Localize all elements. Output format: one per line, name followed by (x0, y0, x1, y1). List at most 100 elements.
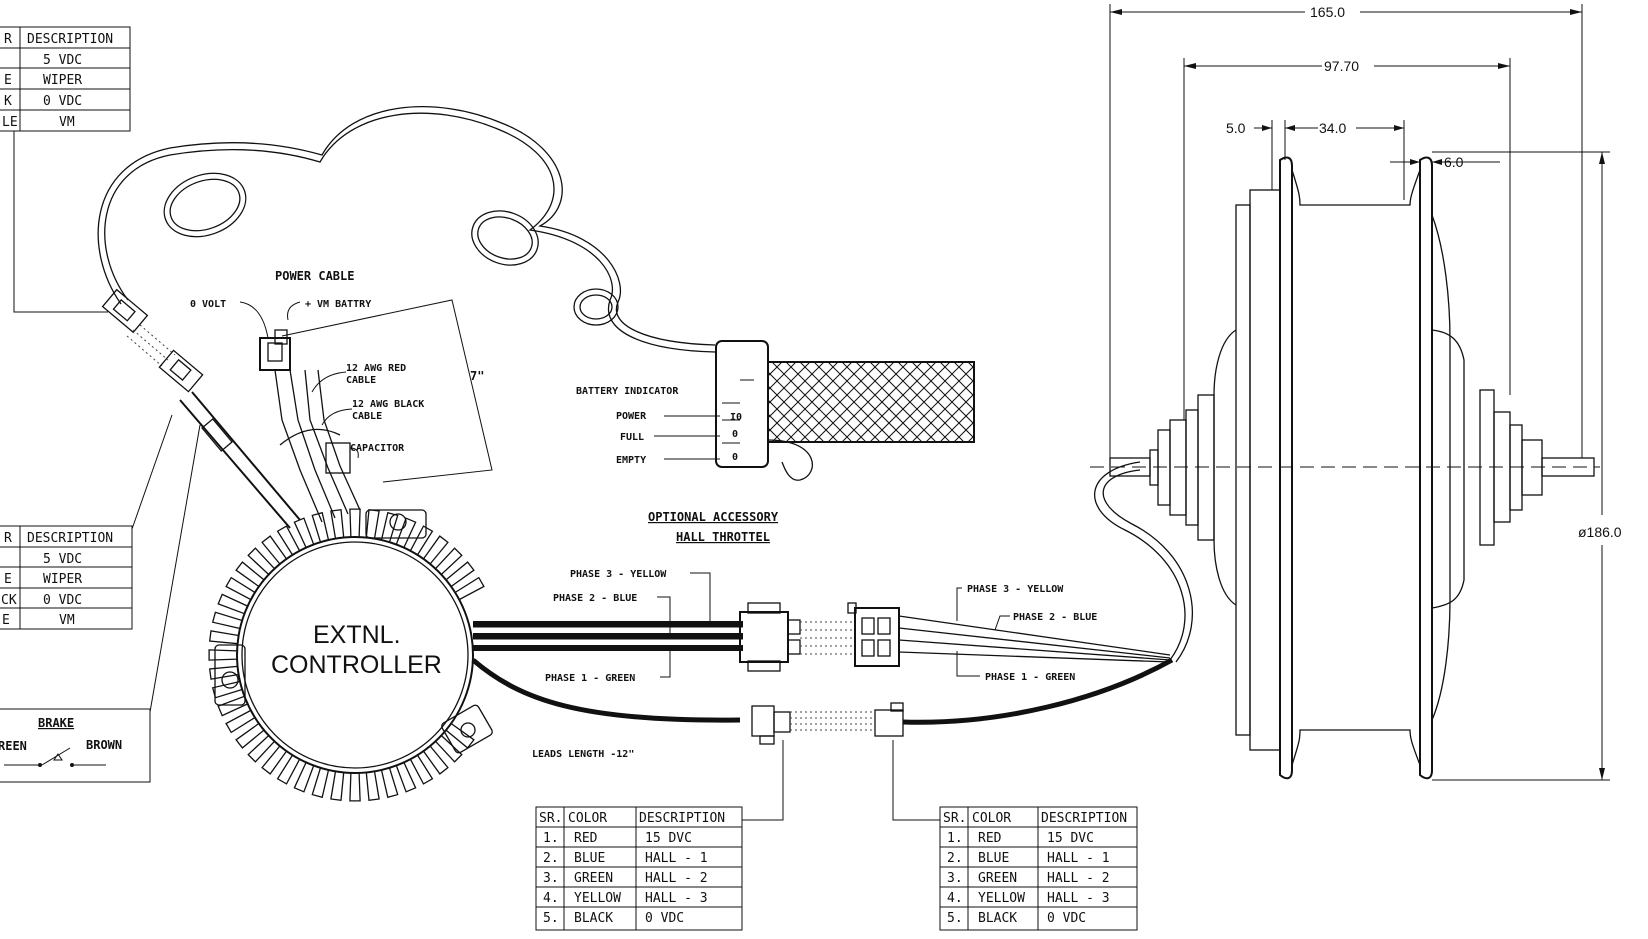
table-header: R (4, 531, 12, 546)
grip-hatch-line (953, 421, 974, 442)
table-cell: K (4, 94, 12, 109)
table-cell: 3. (543, 871, 559, 886)
table-header: DESCRIPTION (1041, 811, 1127, 826)
table-cell: HALL - 3 (645, 891, 708, 906)
controller-label: EXTNL. (313, 621, 401, 649)
leader-line (892, 740, 940, 821)
table-cell: VM (59, 115, 75, 130)
grip-hatch-line (771, 362, 853, 442)
grip-hatch-line (827, 362, 909, 442)
grip-hatch-line (939, 407, 974, 442)
grip-hatch-line (841, 362, 923, 442)
table-cell: YELLOW (978, 891, 1025, 906)
grip-hatch-line (1052, 362, 1132, 442)
controller-fin (211, 680, 243, 699)
table-mid-left: R DESCRIPTION 5 VDC E WIPER CK 0 VDC E V… (0, 525, 133, 630)
phase1-right-label: PHASE 1 - GREEN (985, 672, 1075, 683)
table-cell: E (2, 613, 10, 628)
phase2-left-label: PHASE 2 - BLUE (553, 593, 637, 604)
full-indicator-label: FULL (620, 432, 644, 443)
controller-fin (293, 517, 315, 549)
grip-hatch-line (911, 379, 974, 442)
grip-hatch-line (982, 362, 1062, 442)
table-cell: 1. (543, 831, 559, 846)
table-cell: RED (574, 831, 598, 846)
grip-hatch-line (785, 362, 867, 442)
grip-hatch-line (1010, 362, 1090, 442)
controller-fin (365, 508, 380, 540)
grip-hatch-line (1024, 362, 1104, 442)
indicator-empty: 0 (732, 452, 738, 463)
grip-hatch-line (996, 362, 1076, 442)
controller-fin (208, 630, 240, 645)
grip-hatch-line (1024, 362, 1104, 442)
table-cell: 2. (947, 851, 963, 866)
table-header: SR. (539, 811, 562, 826)
table-cell: HALL - 2 (1047, 871, 1110, 886)
phase3-left-label: PHASE 3 - YELLOW (570, 569, 667, 580)
controller-fin (211, 611, 243, 630)
grip-hatch-line (939, 362, 974, 397)
grip-hatch-line (768, 441, 769, 442)
length-mark: 7" (470, 369, 484, 383)
table-cell: 5. (543, 911, 559, 926)
brake-green-label: REEN (0, 739, 27, 753)
grip-hatch-line (768, 362, 811, 405)
table-cell: BLACK (574, 911, 613, 926)
table-cell: LE (2, 115, 18, 130)
grip-hatch-line (967, 435, 974, 442)
controller: EXTNL. CONTROLLER (208, 508, 493, 802)
controller-fin (349, 772, 361, 802)
controller-fin (217, 695, 249, 717)
grip-hatch-line (768, 362, 769, 363)
table-cell: 5 VDC (43, 552, 82, 567)
controller-fin (395, 761, 417, 793)
throttle-harness (191, 391, 301, 521)
table-cell: 0 VDC (645, 911, 684, 926)
grip-hatch-line (925, 393, 974, 442)
red-cable-label-2: CABLE (346, 375, 376, 386)
phase-wires-controller: PHASE 3 - YELLOW PHASE 2 - BLUE PHASE 1 … (473, 569, 1171, 684)
grip-hatch-line (768, 362, 783, 377)
controller-fin (380, 767, 399, 799)
table-cell: 5. (947, 911, 963, 926)
table-cell: GREEN (574, 871, 613, 886)
table-cell: YELLOW (574, 891, 621, 906)
table-header: DESCRIPTION (27, 32, 113, 47)
controller-fin (217, 593, 249, 615)
battery-indicator-label: BATTERY INDICATOR (576, 386, 679, 397)
table-cell: 15 DVC (645, 831, 692, 846)
table-cell: 15 DVC (1047, 831, 1094, 846)
hub-motor (1090, 156, 1600, 780)
capacitor-label: CAPACITOR (350, 443, 405, 454)
table-cell: BLUE (978, 851, 1009, 866)
phase3-right-label: PHASE 3 - YELLOW (967, 584, 1064, 595)
table-cell: WIPER (43, 73, 82, 88)
leads-length-label: LEADS LENGTH -12" (532, 749, 634, 760)
table-cell: 4. (543, 891, 559, 906)
grip-hatch-line (1038, 362, 1118, 442)
red-cable-label: 12 AWG RED (346, 363, 406, 374)
grip-hatch-line (1010, 362, 1090, 442)
phase1-left-label: PHASE 1 - GREEN (545, 673, 635, 684)
hall-sensor-cable: LEADS LENGTH -12" (471, 461, 1193, 821)
table-cell: HALL - 2 (645, 871, 708, 886)
throttle-connector (101, 288, 204, 393)
table-cell: BLACK (978, 911, 1017, 926)
indicator-power: I0 (730, 412, 742, 423)
grip-hatch-line (799, 362, 881, 442)
power-cable-label: POWER CABLE (275, 269, 354, 283)
dimensions: 165.0 97.70 5.0 34.0 6.0 ø186.0 (1109, 4, 1622, 781)
throttle-cable (97, 106, 716, 353)
brake-label: BRAKE (38, 716, 74, 730)
table-cell: RED (978, 831, 1002, 846)
controller-fin (365, 770, 380, 802)
grip-hatch-line (953, 362, 974, 383)
controller-fin (293, 761, 315, 793)
grip-hatch-line (982, 362, 1062, 442)
table-cell: HALL - 1 (1047, 851, 1110, 866)
controller-label-2: CONTROLLER (271, 651, 442, 679)
power-cable-assembly: POWER CABLE 0 VOLT + VM BATTRY CAPACITOR… (190, 269, 493, 523)
table-cell: 4. (947, 891, 963, 906)
